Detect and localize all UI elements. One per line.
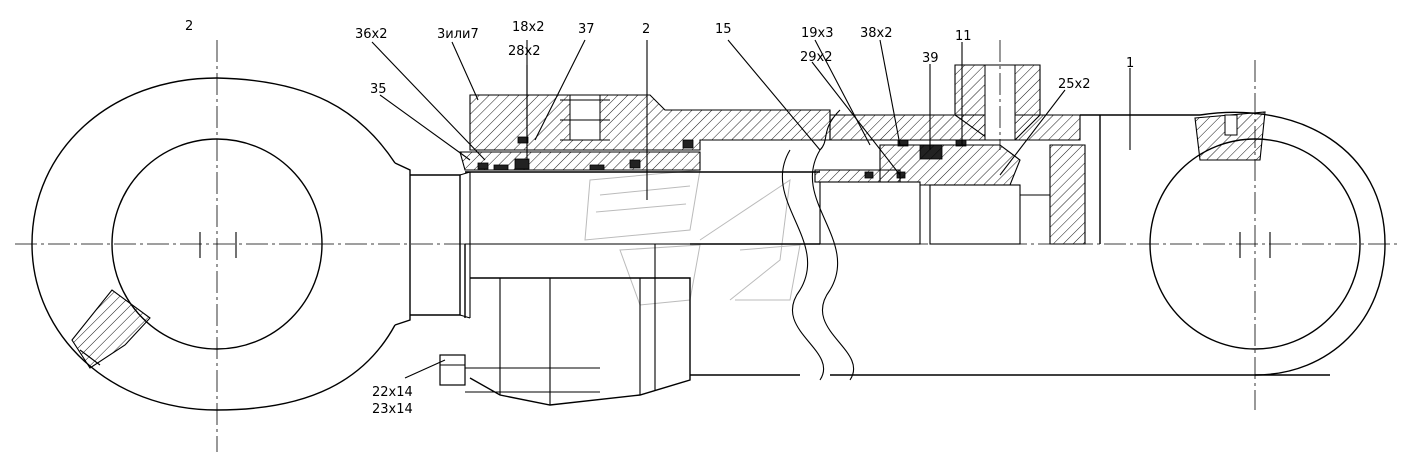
label-part-3-7: 3или7 [437,27,479,42]
watermark-logo [584,169,801,306]
label-bolt-23: 23x14 [372,402,413,417]
label-part-11: 11 [955,29,972,44]
leader-lines [371,39,1131,379]
label-barrel-1: 1 [1126,56,1134,71]
label-seal-29: 29x2 [800,50,833,65]
label-seal-36: 36x2 [355,27,388,42]
label-seal-35: 35 [370,82,387,97]
label-seal-37: 37 [578,22,595,37]
callout-labels: 2 36x2 3или7 18x2 28x2 37 2 15 19x3 29x2… [185,19,1134,417]
external-view-lower [439,243,820,406]
rod-eye-left [31,77,396,411]
label-bolt-22: 22x14 [372,385,413,400]
break-line [781,109,855,381]
label-seal-28: 28x2 [508,44,541,59]
piston-rod [465,171,820,318]
label-nut-15: 15 [715,22,732,37]
label-seal-18: 18x2 [512,20,545,35]
port-boss [954,40,1041,150]
label-part-39: 39 [922,51,939,66]
gland-head-section [459,94,831,171]
cylinder-eye-right [1149,111,1386,376]
label-seal-19: 19x3 [801,26,834,41]
label-rod-2: 2 [642,22,650,37]
label-seal-38: 38x2 [860,26,893,41]
piston-section [814,144,1050,245]
label-eye-left: 2 [185,19,193,34]
label-part-25: 25x2 [1058,77,1091,92]
